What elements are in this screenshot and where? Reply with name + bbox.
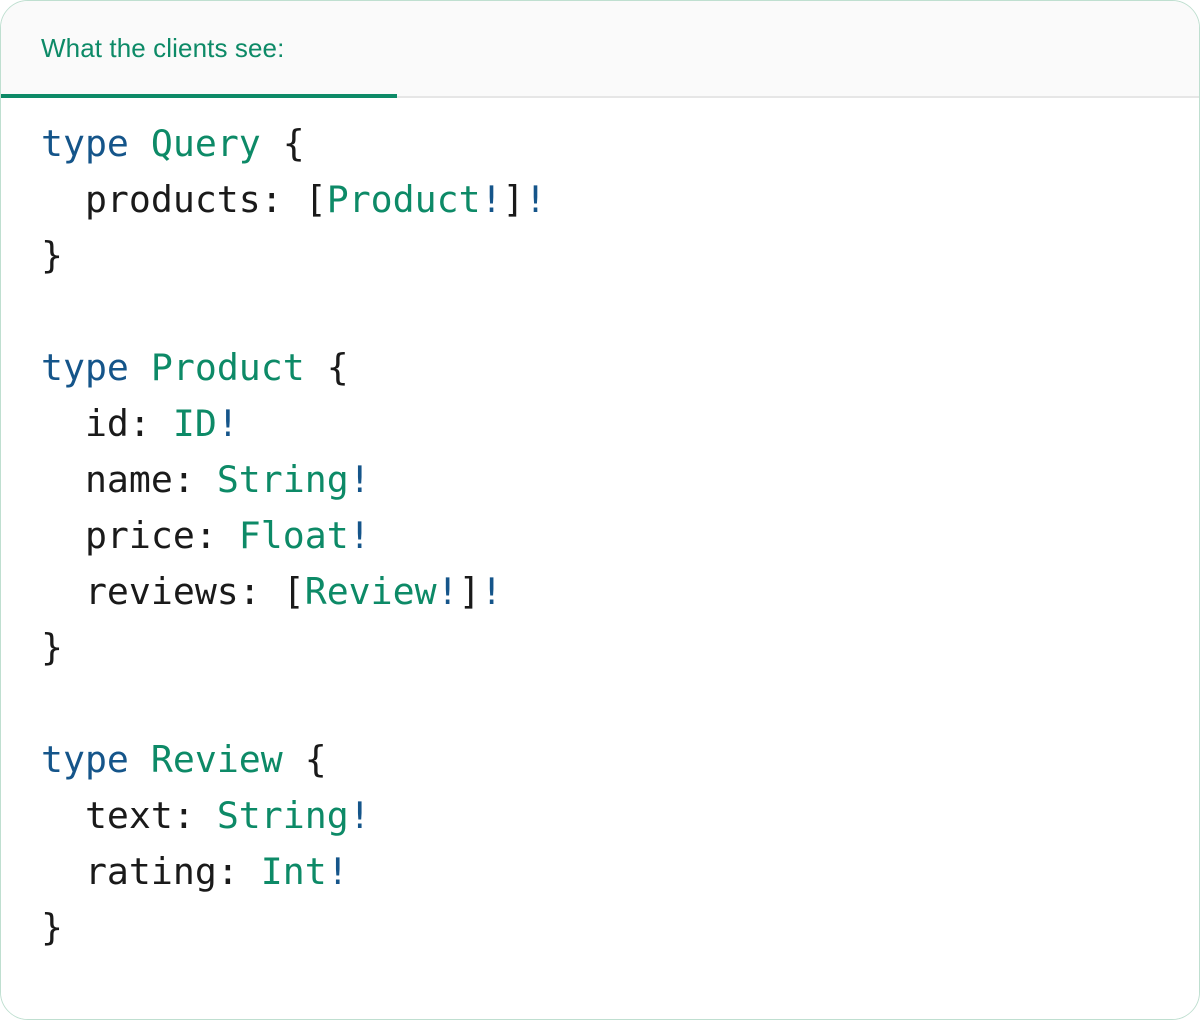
code-line: type Review { — [41, 738, 327, 781]
page-title: What the clients see: — [41, 33, 285, 63]
code-line: price: Float! — [84, 514, 371, 557]
code-line: } — [41, 234, 63, 277]
code-line: text: String! — [84, 794, 371, 837]
code-content: type Query { products: [Product!]! } typ… — [41, 122, 547, 949]
code-line: reviews: [Review!]! — [84, 570, 503, 613]
code-line: rating: Int! — [84, 850, 349, 893]
active-tab-underline — [1, 94, 397, 98]
code-body: type Query { products: [Product!]! } typ… — [1, 98, 1199, 1019]
code-line: name: String! — [84, 458, 371, 501]
code-line: } — [41, 906, 63, 949]
code-line: type Query { — [41, 122, 305, 165]
card-header: What the clients see: — [1, 1, 1199, 98]
graphql-schema-code: type Query { products: [Product!]! } typ… — [41, 116, 1159, 956]
code-line: products: [Product!]! — [84, 178, 547, 221]
code-line: id: ID! — [84, 402, 239, 445]
code-line: type Product { — [41, 346, 349, 389]
code-line: } — [41, 626, 63, 669]
